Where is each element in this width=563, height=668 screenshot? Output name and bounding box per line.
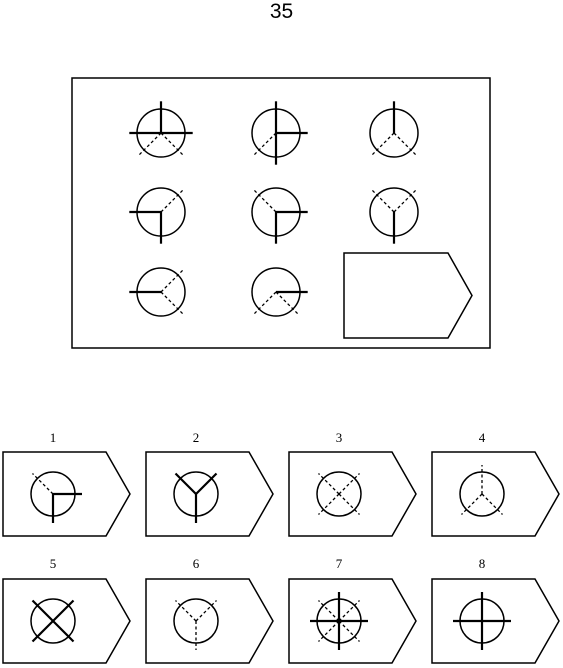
dashed-spoke [393, 132, 417, 156]
matrix-figure [251, 101, 308, 165]
option-1[interactable]: 1 [2, 430, 131, 537]
dashed-spoke [318, 620, 340, 642]
dashed-spoke [275, 291, 299, 315]
option-number-label: 4 [479, 430, 486, 445]
option-number-label: 6 [193, 556, 200, 571]
matrix-figure [129, 101, 193, 158]
option-figure [173, 598, 219, 650]
option-figure [30, 598, 76, 644]
option-3[interactable]: 3 [288, 430, 417, 537]
circle [316, 471, 362, 517]
option-frame [431, 451, 560, 537]
solid-spoke [52, 599, 75, 622]
matrix-figure [129, 267, 186, 317]
dashed-spoke [160, 132, 184, 156]
solid-spoke [52, 620, 75, 643]
matrix-figure [129, 187, 186, 244]
dashed-spoke [175, 600, 197, 622]
option-figure [173, 471, 219, 523]
dashed-spoke [253, 291, 277, 315]
dashed-spoke [393, 189, 417, 213]
answer-options: 1 2 3 4 5 6 7 8 [2, 430, 560, 664]
dashed-spoke [318, 473, 340, 495]
missing-cell-frame [343, 252, 473, 339]
dashed-spoke [338, 600, 360, 622]
dashed-spoke [371, 132, 395, 156]
option-number-label: 8 [479, 556, 486, 571]
solid-spoke [195, 472, 218, 495]
dashed-spoke [160, 291, 184, 315]
dashed-spoke [318, 600, 340, 622]
dashed-spoke [160, 189, 184, 213]
option-4[interactable]: 4 [431, 430, 560, 537]
option-frame [288, 451, 417, 537]
option-number-label: 2 [193, 430, 200, 445]
matrix-grid [129, 101, 473, 339]
matrix-figure [369, 101, 419, 158]
solid-spoke [174, 472, 197, 495]
dashed-spoke [253, 132, 277, 156]
circle [30, 598, 76, 644]
dashed-spoke [338, 493, 360, 515]
dashed-spoke [461, 493, 483, 515]
matrix-figure [251, 187, 308, 244]
dashed-spoke [481, 493, 503, 515]
option-figure [459, 465, 505, 517]
solid-spoke [31, 620, 54, 643]
option-6[interactable]: 6 [145, 556, 274, 664]
option-2[interactable]: 2 [145, 430, 274, 537]
dashed-spoke [195, 600, 217, 622]
option-number-label: 1 [50, 430, 57, 445]
option-number-label: 5 [50, 556, 57, 571]
option-number-label: 3 [336, 430, 343, 445]
dashed-spoke [160, 269, 184, 293]
dashed-spoke [138, 132, 162, 156]
option-frame [288, 578, 417, 664]
option-figure [310, 592, 368, 650]
option-frame [2, 578, 131, 664]
dashed-spoke [253, 189, 277, 213]
dashed-spoke [32, 473, 54, 495]
option-figure [453, 592, 511, 650]
option-5[interactable]: 5 [2, 556, 131, 664]
matrix-figure [369, 187, 419, 244]
option-8[interactable]: 8 [431, 556, 560, 664]
matrix-figure [251, 267, 308, 317]
dashed-spoke [338, 473, 360, 495]
option-figure [30, 471, 82, 523]
dashed-spoke [338, 620, 360, 642]
option-frame [431, 578, 560, 664]
option-figure [316, 471, 362, 517]
option-7[interactable]: 7 [288, 556, 417, 664]
option-frame [2, 451, 131, 537]
option-frame [145, 578, 274, 664]
dashed-spoke [318, 493, 340, 515]
dashed-spoke [371, 189, 395, 213]
option-frame [145, 451, 274, 537]
matrix-frame [71, 77, 491, 349]
page-number: 35 [269, 0, 294, 23]
option-number-label: 7 [336, 556, 343, 571]
solid-spoke [31, 599, 54, 622]
